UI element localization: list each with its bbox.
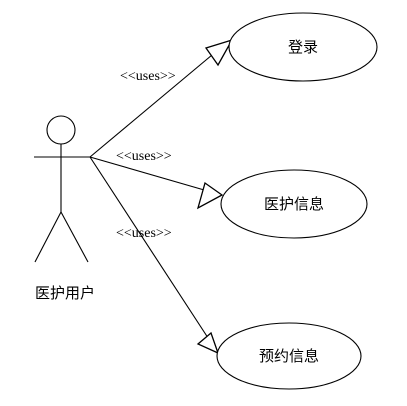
actor-head [46,115,76,145]
stereotype-label-appointment-info: <<uses>> [116,226,172,241]
stereotype-label-medical-info: <<uses>> [116,149,172,164]
use-case-login[interactable]: 登录 [228,12,378,82]
use-case-appointment-info-ellipse [216,322,362,390]
stereotype-label-login: <<uses>> [120,69,176,84]
actor-figure [34,115,90,263]
association-line-appointment-info [89,156,213,345]
use-case-login-ellipse [228,12,378,82]
actor-right-leg [60,211,89,263]
use-case-medical-info[interactable]: 医护信息 [220,169,368,239]
use-case-medical-info-ellipse [220,169,368,239]
use-case-appointment-info-label: 预约信息 [259,347,319,365]
association-line-login [89,54,213,158]
arrowhead-appointment-info [196,331,220,355]
use-case-medical-info-label: 医护信息 [264,195,324,213]
arrowhead-medical-info [196,181,224,210]
use-case-appointment-info[interactable]: 预约信息 [216,322,362,390]
actor-left-leg [34,211,62,263]
actor-label: 医护用户 [35,284,95,302]
arrowhead-login [204,38,234,67]
use-case-login-label: 登录 [288,38,318,56]
association-line-medical-info [89,156,219,195]
